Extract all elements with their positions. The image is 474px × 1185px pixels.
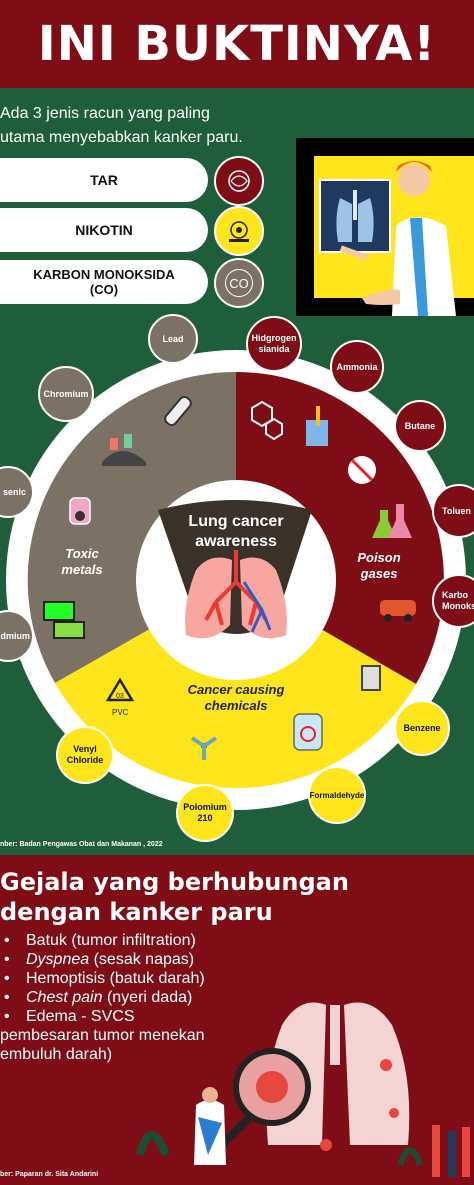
wheel-center-line-2: awareness: [195, 533, 277, 550]
symptom-text: pembesaran tumor menekan: [0, 1027, 205, 1044]
wheel-center-line-1: Lung cancer: [188, 513, 284, 530]
segment-label-cancer-chemicals-2: chemicals: [204, 698, 268, 713]
bubble-formaldehyde: Formaldehyde: [308, 766, 366, 824]
bubble-vinyl-label-2: Chloride: [66, 755, 104, 765]
toxin-label-co-1: KARBON MONOKSIDA: [33, 267, 175, 282]
symptom-term: Dyspnea: [26, 951, 90, 968]
bubble-benzene: Benzene: [394, 700, 450, 756]
bubble-ammonia-label: Ammonia: [336, 361, 378, 372]
bubble-arsenic-label: senic: [2, 486, 26, 497]
header-banner: INI BUKTINYA!: [0, 0, 474, 88]
wheel-center-title: Lung cancer awareness: [166, 512, 306, 552]
bubble-polonium-label-1: Polomium: [183, 802, 227, 812]
bubble-polonium: Polomium 210: [176, 784, 234, 842]
intro-text: Ada 3 jenis racun yang paling utama meny…: [0, 102, 300, 150]
bubble-butane-label: Butane: [404, 420, 436, 431]
pvc-number: 03: [116, 693, 124, 700]
bubble-hydrogen-label-1: Hidgrogen: [251, 333, 297, 343]
symptom-text: (nyeri dada): [102, 989, 193, 1006]
co-icon: CO: [214, 258, 264, 308]
tar-cigarette-icon: [214, 156, 264, 206]
toxin-pill-nikotin: NIKOTIN: [0, 208, 208, 252]
bubble-benzene-label: Benzene: [403, 722, 441, 733]
symptoms-title-line-1: Gejala yang berhubungan: [0, 868, 349, 896]
toxin-wheel: PVC 03: [6, 350, 466, 810]
bubble-vinyl-label-1: Venyl: [73, 744, 97, 754]
co-icon-text: CO: [225, 269, 253, 297]
bubble-toluene-label: Toluen: [442, 505, 471, 516]
intro-line-2: utama menyebabkan kanker paru.: [0, 129, 243, 146]
toxin-pill-tar: TAR: [0, 158, 208, 202]
symptom-text: Batuk (tumor infiltration): [26, 932, 196, 949]
symptom-item: •Dyspnea (sesak napas): [4, 951, 195, 968]
bubble-lead: Lead: [148, 314, 198, 364]
bubble-chromium-label: Chromium: [43, 388, 89, 399]
lungs-illustration: [136, 1002, 470, 1177]
bubble-polonium-label-2: 210: [197, 813, 213, 823]
symptom-item: •Batuk (tumor infiltration): [4, 932, 196, 949]
bubble-karbon-monoksida: Karbo Monoks: [432, 574, 474, 628]
symptom-continuation: pembesaran tumor menekan: [0, 1026, 270, 1045]
symptom-text: Hemoptisis (batuk darah): [26, 970, 205, 987]
toxin-label-co-2: (CO): [89, 282, 119, 297]
bubble-chromium: Chromium: [38, 366, 94, 422]
symptoms-title: Gejala yang berhubungan dengan kanker pa…: [0, 867, 349, 927]
segment-label-toxic-metals: Toxic metals: [52, 546, 112, 578]
symptom-item: •Edema - SVCS: [4, 1008, 135, 1025]
page-title: INI BUKTINYA!: [37, 16, 437, 72]
segment-label-cancer-chemicals-1: Cancer causing: [187, 682, 285, 697]
doctor-illustration: [296, 138, 474, 316]
doctor-xray-icon: [319, 161, 456, 316]
symptom-text: (sesak napas): [89, 951, 195, 968]
symptom-text: Edema - SVCS: [26, 1008, 135, 1025]
symptom-item: •Chest pain (nyeri dada): [4, 989, 193, 1006]
bubble-hydrogen-label-2: sianida: [258, 344, 290, 354]
symptoms-list: •Batuk (tumor infiltration) •Dyspnea (se…: [0, 931, 270, 1064]
symptom-term: Chest pain: [26, 989, 103, 1006]
segment-label-poison-gases: Poison gases: [344, 550, 414, 582]
bubble-butane: Butane: [394, 400, 446, 452]
segment-label-poison-gases-1: Poison: [357, 550, 401, 565]
segment-label-toxic-metals-1: Toxic: [65, 546, 99, 561]
bubble-karbon-label-1: Karbo: [442, 590, 469, 600]
bubble-cadmium-label: dmium: [0, 630, 30, 641]
intro-line-1: Ada 3 jenis racun yang paling: [0, 105, 210, 122]
bubble-vinyl-chloride: Venyl Chloride: [56, 726, 114, 784]
segment-label-toxic-metals-2: metals: [61, 562, 103, 577]
segment-label-poison-gases-2: gases: [360, 566, 398, 581]
symptom-continuation: embuluh darah): [0, 1045, 270, 1064]
segment-label-cancer-chemicals: Cancer causing chemicals: [166, 682, 306, 714]
symptoms-title-line-2: dengan kanker paru: [0, 898, 273, 926]
bubble-karbon-label-2: Monoks: [442, 601, 474, 611]
symptom-text: embuluh darah): [0, 1046, 113, 1063]
bubble-formaldehyde-label: Formaldehyde: [309, 790, 365, 800]
source-citation-bpom: nber: Badan Pengawas Obat dan Makanan , …: [0, 841, 163, 848]
symptoms-section: Gejala yang berhubungan dengan kanker pa…: [0, 855, 474, 1185]
segment-cancer-chemicals: [55, 580, 416, 789]
nicotine-icon: [214, 206, 264, 256]
wheel-section: PVC 03 Lung cancer awareness Toxic metal…: [0, 314, 474, 855]
toxin-label-nikotin: NIKOTIN: [75, 222, 133, 238]
toxin-label-tar: TAR: [90, 172, 118, 188]
bubble-toluene: Toluen: [432, 484, 474, 538]
symptom-item: •Hemoptisis (batuk darah): [4, 970, 205, 987]
source-citation-paparan: ber: Paparan dr. Sita Andarini: [0, 1171, 99, 1178]
bubble-lead-label: Lead: [162, 333, 184, 344]
pvc-text: PVC: [112, 708, 129, 717]
bubble-hydrogen-cyanide: Hidgrogen sianida: [246, 316, 302, 372]
toxin-pill-co: KARBON MONOKSIDA (CO): [0, 260, 208, 304]
bubble-ammonia: Ammonia: [330, 340, 384, 394]
